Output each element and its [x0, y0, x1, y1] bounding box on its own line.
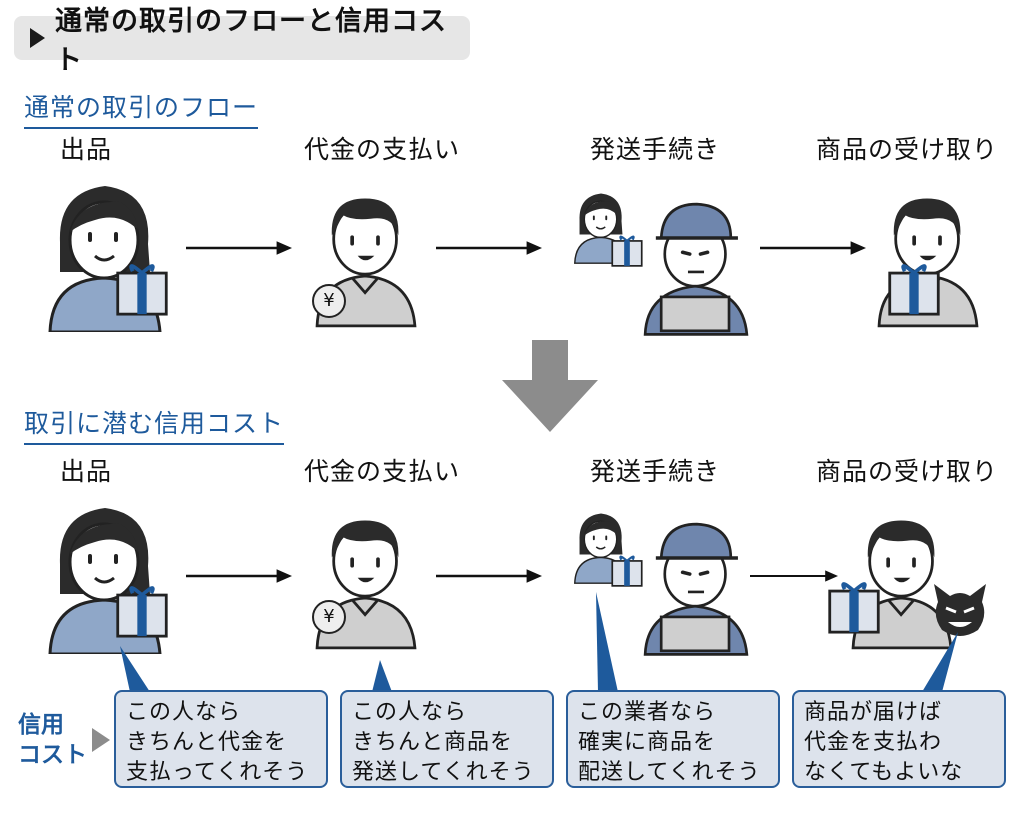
callout-line: この業者なら: [578, 700, 717, 725]
callout-pointer: [120, 646, 150, 692]
yen-coin-icon: ¥: [312, 284, 346, 318]
triangle-bullet-icon: [30, 28, 45, 48]
callout-line: 確実に商品を: [578, 730, 717, 755]
down-arrow-icon: [502, 340, 598, 432]
callout-line: この人なら: [126, 700, 242, 725]
step-label-listing: 出品: [60, 457, 113, 486]
callout-line: 代金を支払わ: [804, 730, 943, 755]
step-label-payment: 代金の支払い: [304, 135, 461, 164]
callout-box-listing: この人なら きちんと代金を 支払ってくれそう: [114, 690, 328, 788]
credit-cost-label-line: 信用: [18, 712, 64, 738]
section-normal-flow-title: 通常の取引のフロー: [24, 88, 259, 129]
step-label-shipping: 発送手続き: [590, 135, 721, 164]
callout-line: 支払ってくれそう: [126, 760, 309, 785]
callout-pointer: [922, 632, 958, 692]
credit-cost-pointer-icon: [92, 728, 110, 752]
step-label-receipt: 商品の受け取り: [816, 135, 999, 164]
credit-cost-label-line: コスト: [18, 742, 87, 768]
diagram-title: 通常の取引のフローと信用コスト: [14, 6, 470, 76]
callout-box-payment: この人なら きちんと商品を 発送してくれそう: [340, 690, 554, 788]
callout-pointer: [596, 592, 618, 692]
callout-line: 商品が届けば: [804, 700, 943, 725]
step-label-receipt: 商品の受け取り: [816, 457, 999, 486]
callout-box-shipping: この業者なら 確実に商品を 配送してくれそう: [566, 690, 780, 788]
callout-line: なくてもよいな: [804, 760, 964, 785]
diagram-title-text: 通常の取引のフローと信用コスト: [55, 6, 447, 76]
callout-line: この人なら: [352, 700, 468, 725]
yen-coin-icon: ¥: [312, 600, 346, 634]
step-label-shipping: 発送手続き: [590, 457, 721, 486]
callout-line: 発送してくれそう: [352, 760, 535, 785]
callout-line: きちんと代金を: [126, 730, 288, 755]
section-credit-cost-title: 取引に潜む信用コスト: [24, 404, 285, 445]
credit-cost-label: 信用 コスト: [18, 710, 87, 770]
callout-line: 配送してくれそう: [578, 760, 761, 785]
step-label-payment: 代金の支払い: [304, 457, 461, 486]
callout-box-receipt: 商品が届けば 代金を支払わ なくてもよいな: [792, 690, 1006, 788]
step-label-listing: 出品: [60, 135, 113, 164]
callout-line: きちんと商品を: [352, 730, 514, 755]
callout-pointer: [372, 660, 392, 692]
